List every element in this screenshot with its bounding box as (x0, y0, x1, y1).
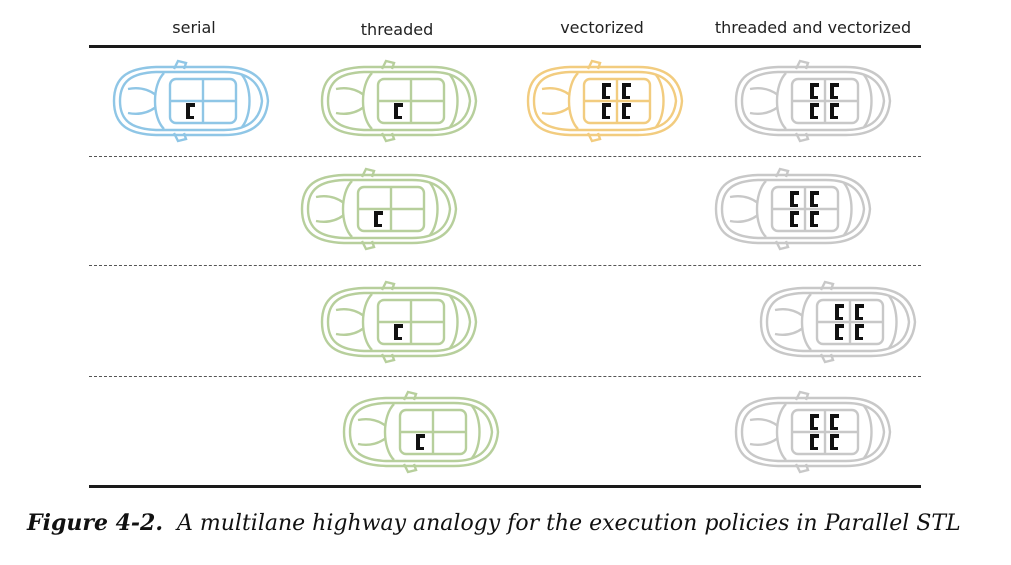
driver-seat-icon (622, 83, 631, 99)
car-icon (726, 59, 894, 143)
driver-seat-icon (416, 434, 425, 450)
car-icon (751, 280, 919, 364)
driver-seat-icon (622, 103, 631, 119)
driver-seat-icon (830, 414, 839, 430)
driver-seat-icon (835, 304, 844, 320)
driver-seat-icon (810, 211, 819, 227)
header-threaded: threaded (360, 20, 434, 39)
lane-divider-3 (89, 376, 921, 377)
figure-caption-text: A multilane highway analogy for the exec… (177, 511, 961, 536)
driver-seat-icon (830, 83, 839, 99)
figure-caption: Figure 4-2. A multilane highway analogy f… (27, 510, 961, 536)
header-vectorized: vectorized (560, 18, 644, 37)
top-rule (89, 45, 921, 48)
car-icon (312, 280, 480, 364)
car-icon (292, 167, 460, 251)
figure-label: Figure 4-2. (27, 510, 164, 536)
lane-divider-2 (89, 265, 921, 266)
car-icon (518, 59, 686, 143)
driver-seat-icon (790, 211, 799, 227)
driver-seat-icon (810, 434, 819, 450)
car-icon (334, 390, 502, 474)
driver-seat-icon (790, 191, 799, 207)
driver-seat-icon (855, 324, 864, 340)
car-icon (104, 59, 272, 143)
driver-seat-icon (810, 83, 819, 99)
lane-divider-1 (89, 156, 921, 157)
bottom-rule (89, 485, 921, 488)
driver-seat-icon (855, 304, 864, 320)
driver-seat-icon (830, 434, 839, 450)
driver-seat-icon (374, 211, 383, 227)
driver-seat-icon (810, 191, 819, 207)
header-threaded-and-vectorized: threaded and vectorized (714, 18, 912, 37)
car-icon (726, 390, 894, 474)
driver-seat-icon (394, 103, 403, 119)
driver-seat-icon (810, 414, 819, 430)
header-serial: serial (172, 18, 216, 37)
driver-seat-icon (602, 103, 611, 119)
driver-seat-icon (810, 103, 819, 119)
driver-seat-icon (394, 324, 403, 340)
driver-seat-icon (186, 103, 195, 119)
driver-seat-icon (835, 324, 844, 340)
driver-seat-icon (830, 103, 839, 119)
car-icon (706, 167, 874, 251)
driver-seat-icon (602, 83, 611, 99)
car-icon (312, 59, 480, 143)
